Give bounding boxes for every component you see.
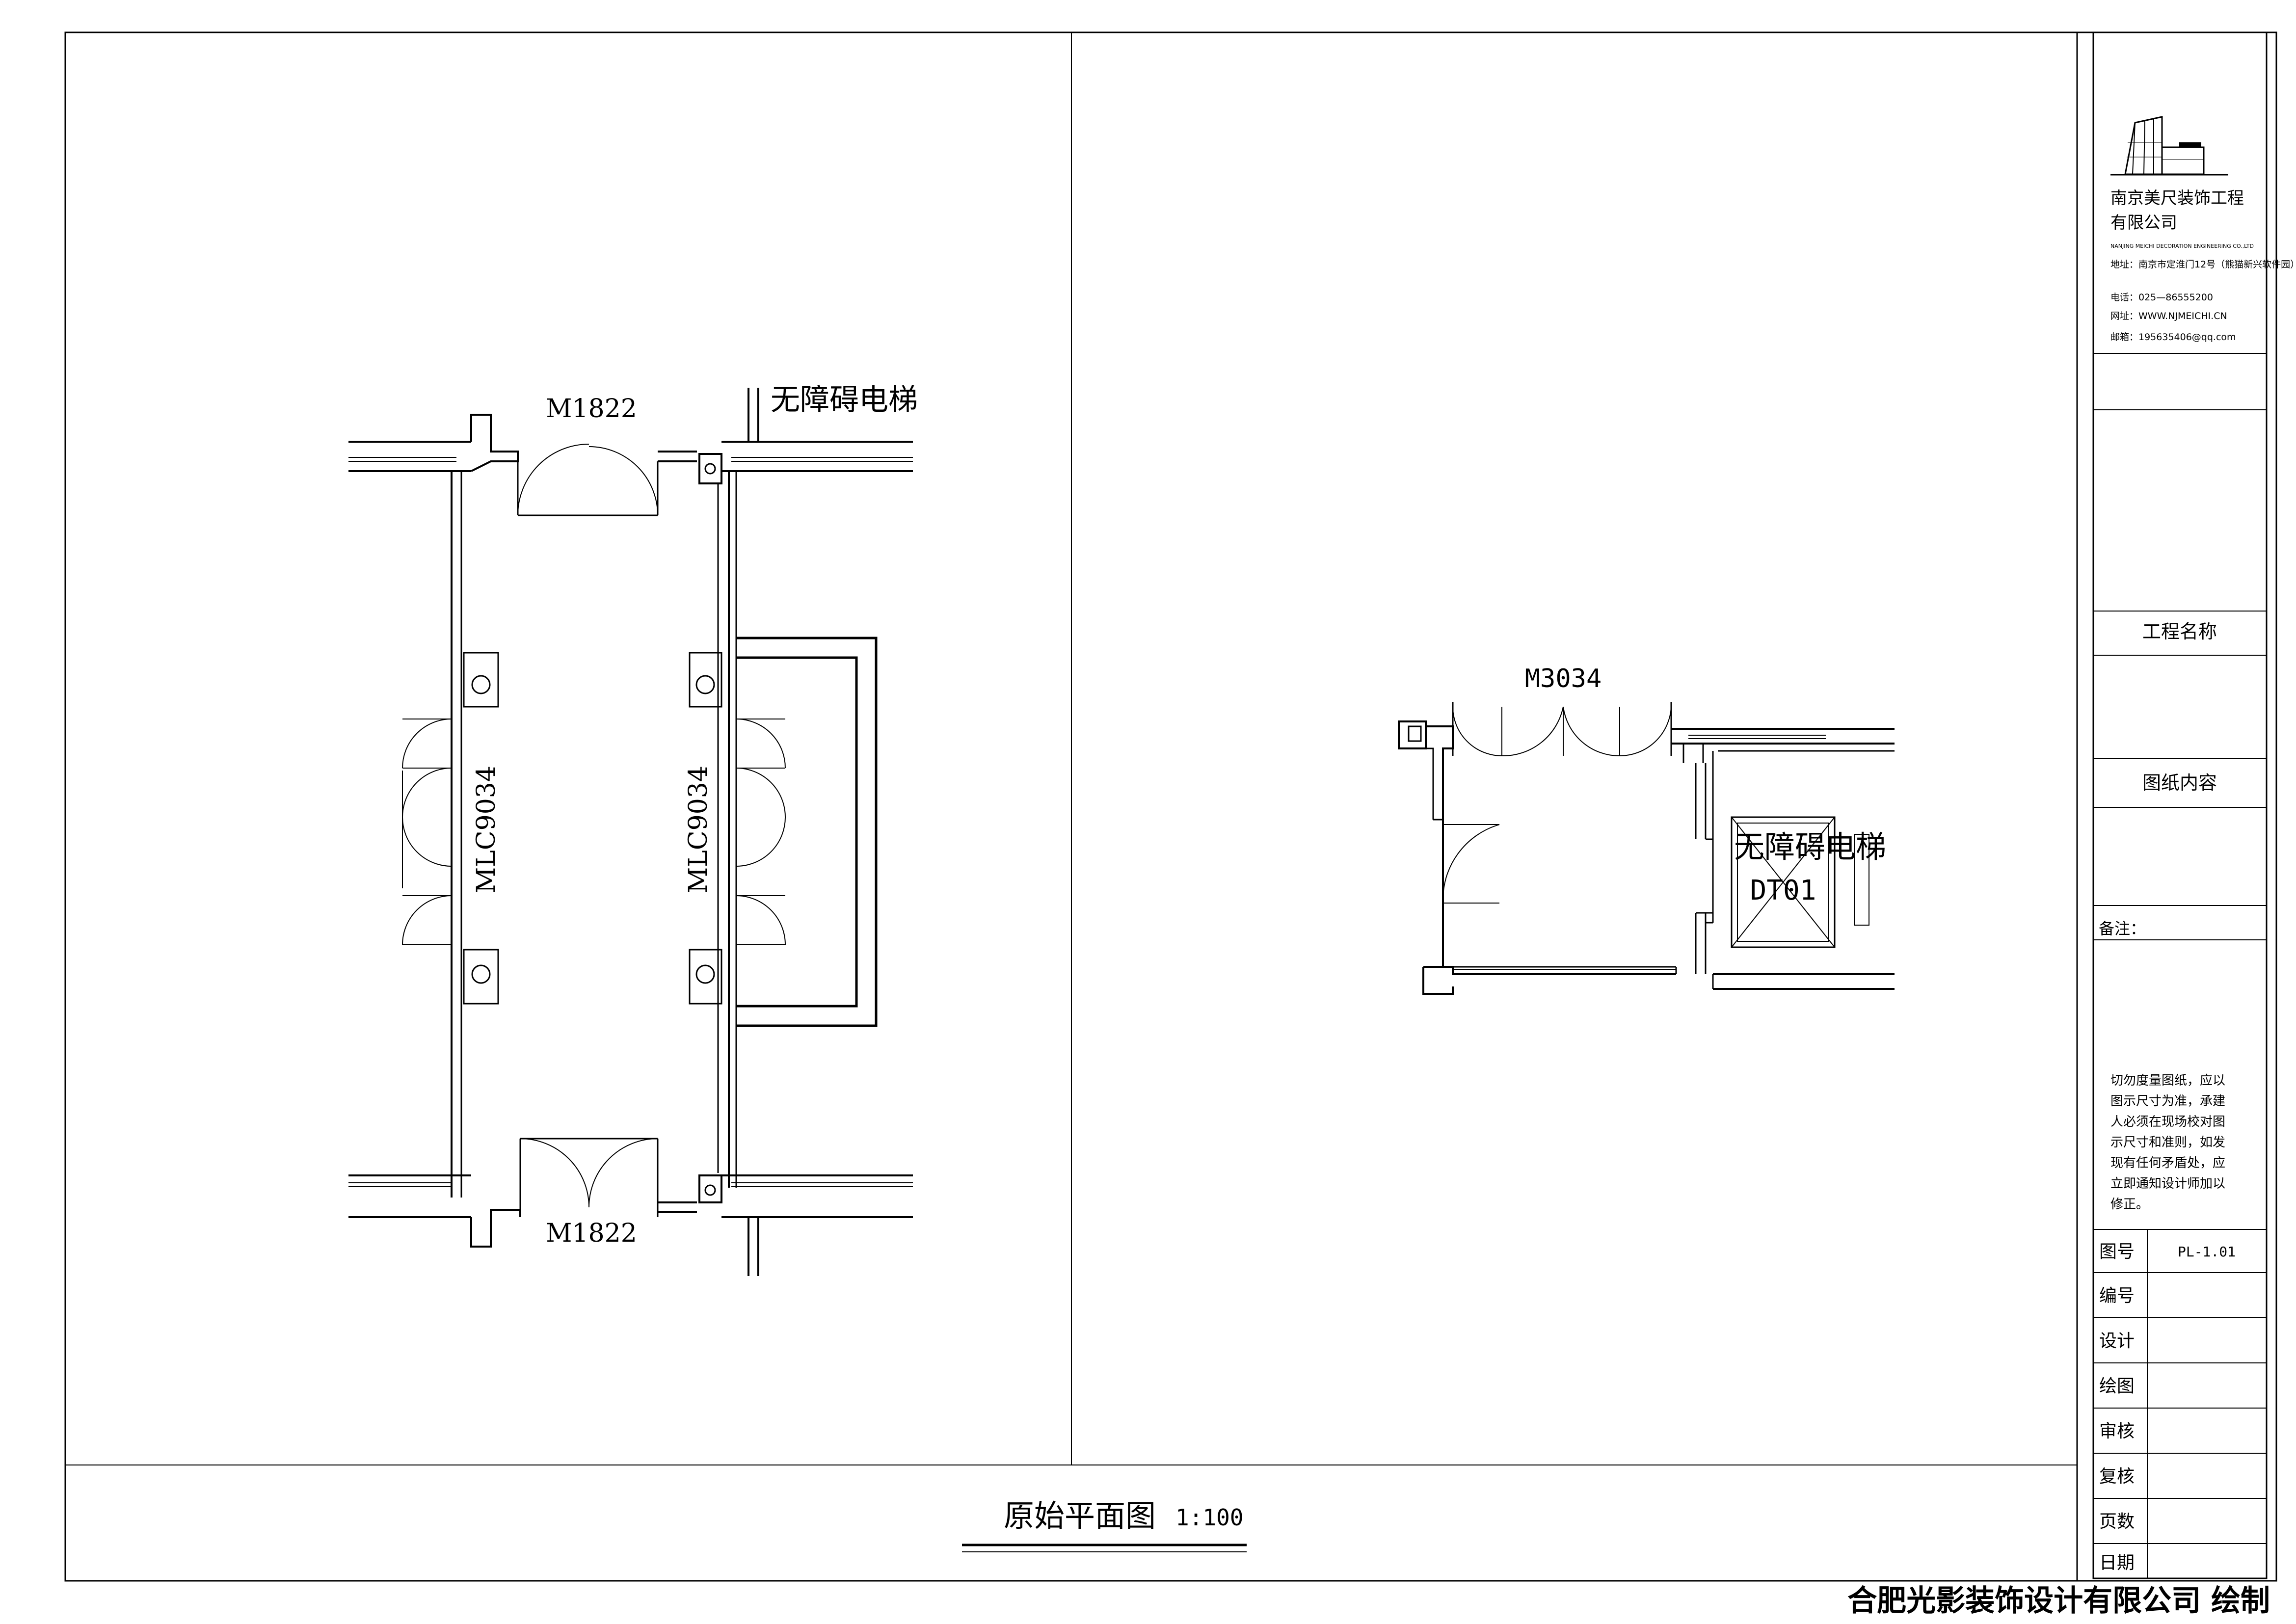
column-symbol bbox=[689, 652, 722, 708]
notice-line: 人必须在现场校对图 bbox=[2110, 1115, 2225, 1129]
window-door-left bbox=[401, 719, 452, 945]
company-website: 网址：WWW.NJMEICHI.CN bbox=[2110, 311, 2227, 321]
door-label-bottom: M1822 bbox=[546, 1219, 637, 1248]
elevator-code: DT01 bbox=[1750, 875, 1816, 906]
column-symbol bbox=[463, 949, 499, 1005]
bottom-wall bbox=[348, 1174, 913, 1276]
side-door bbox=[1442, 820, 1500, 967]
elevator-symbol bbox=[1731, 816, 1869, 948]
field-label-pages: 页数 bbox=[2099, 1512, 2135, 1532]
project-name-label: 工程名称 bbox=[2142, 621, 2217, 642]
door-label-top: M1822 bbox=[546, 394, 637, 424]
field-label-drawing-no: 图号 bbox=[2099, 1242, 2135, 1262]
company-name-line2: 有限公司 bbox=[2110, 213, 2177, 233]
field-label-recheck: 复核 bbox=[2099, 1466, 2135, 1487]
door-m1822-top bbox=[517, 444, 659, 516]
column-symbol bbox=[689, 949, 722, 1005]
remarks-label: 备注： bbox=[2099, 919, 2146, 938]
notice-line: 示尺寸和准则，如发 bbox=[2110, 1135, 2225, 1150]
elevator-label: 无障碍电梯 bbox=[1734, 829, 1886, 865]
drawing-title: 原始平面图 1:100 bbox=[962, 1498, 1247, 1552]
drawing-title-text: 原始平面图 bbox=[1004, 1498, 1156, 1534]
left-floor-plan: M1822 无障碍电梯 MLC9034 bbox=[348, 383, 918, 1276]
company-name-en: NANJING MEICHI DECORATION ENGINEERING CO… bbox=[2110, 243, 2254, 249]
company-logo bbox=[2110, 116, 2228, 176]
company-phone: 电话：025—86555200 bbox=[2110, 292, 2213, 303]
field-label-drafting: 绘图 bbox=[2099, 1376, 2135, 1396]
field-label-date: 日期 bbox=[2099, 1553, 2135, 1573]
field-value-drawing-no: PL-1.01 bbox=[2178, 1244, 2236, 1260]
notice-text: 切勿度量图纸，应以 图示尺寸为准，承建 人必须在现场校对图 示尺寸和准则，如发 … bbox=[2110, 1073, 2225, 1212]
window-label-right: MLC9034 bbox=[684, 766, 713, 893]
outer-border bbox=[64, 31, 2277, 1582]
elevator-partial-label: 无障碍电梯 bbox=[771, 383, 918, 417]
elevator-shaft-outline bbox=[736, 637, 878, 1027]
field-label-review: 审核 bbox=[2099, 1421, 2135, 1441]
column-symbol bbox=[463, 652, 499, 708]
field-label-serial-no: 编号 bbox=[2099, 1286, 2135, 1306]
wall-top-right bbox=[1671, 728, 1895, 763]
window-door-right bbox=[736, 719, 786, 945]
right-floor-plan: M3034 bbox=[1398, 664, 1895, 995]
field-table: 图号 PL-1.01 编号 设计 绘图 审核 复核 页数 日期 bbox=[2093, 1229, 2267, 1578]
wall-fragment-left bbox=[1398, 720, 1454, 821]
company-address: 地址：南京市定淮门12号（熊猫新兴软件园） bbox=[2110, 259, 2296, 270]
drawing-content-label: 图纸内容 bbox=[2142, 772, 2217, 794]
wall-bottom bbox=[1422, 966, 1895, 995]
notice-line: 立即通知设计师加以 bbox=[2110, 1176, 2225, 1191]
door-m3034 bbox=[1452, 702, 1672, 757]
notice-line: 现有任何矛盾处，应 bbox=[2110, 1156, 2225, 1171]
notice-line: 图示尺寸为准，承建 bbox=[2110, 1094, 2225, 1109]
vertical-walls bbox=[451, 471, 737, 1198]
notice-line: 切勿度量图纸，应以 bbox=[2110, 1073, 2225, 1088]
field-label-design: 设计 bbox=[2099, 1331, 2135, 1351]
window-label-left: MLC9034 bbox=[472, 766, 501, 893]
notice-line: 修正。 bbox=[2110, 1197, 2149, 1212]
door-label-m3034: M3034 bbox=[1525, 664, 1602, 693]
partition-walls bbox=[1695, 751, 1714, 974]
door-m1822-bottom bbox=[519, 1138, 659, 1217]
credit-text: 合肥光影装饰设计有限公司 绘制 bbox=[1847, 1584, 2270, 1618]
title-block: 南京美尺装饰工程 有限公司 NANJING MEICHI DECORATION … bbox=[2092, 31, 2296, 1579]
company-name-line1: 南京美尺装饰工程 bbox=[2110, 188, 2244, 208]
company-email: 邮箱：195635406@qq.com bbox=[2110, 332, 2236, 343]
drawing-scale: 1:100 bbox=[1175, 1504, 1243, 1531]
